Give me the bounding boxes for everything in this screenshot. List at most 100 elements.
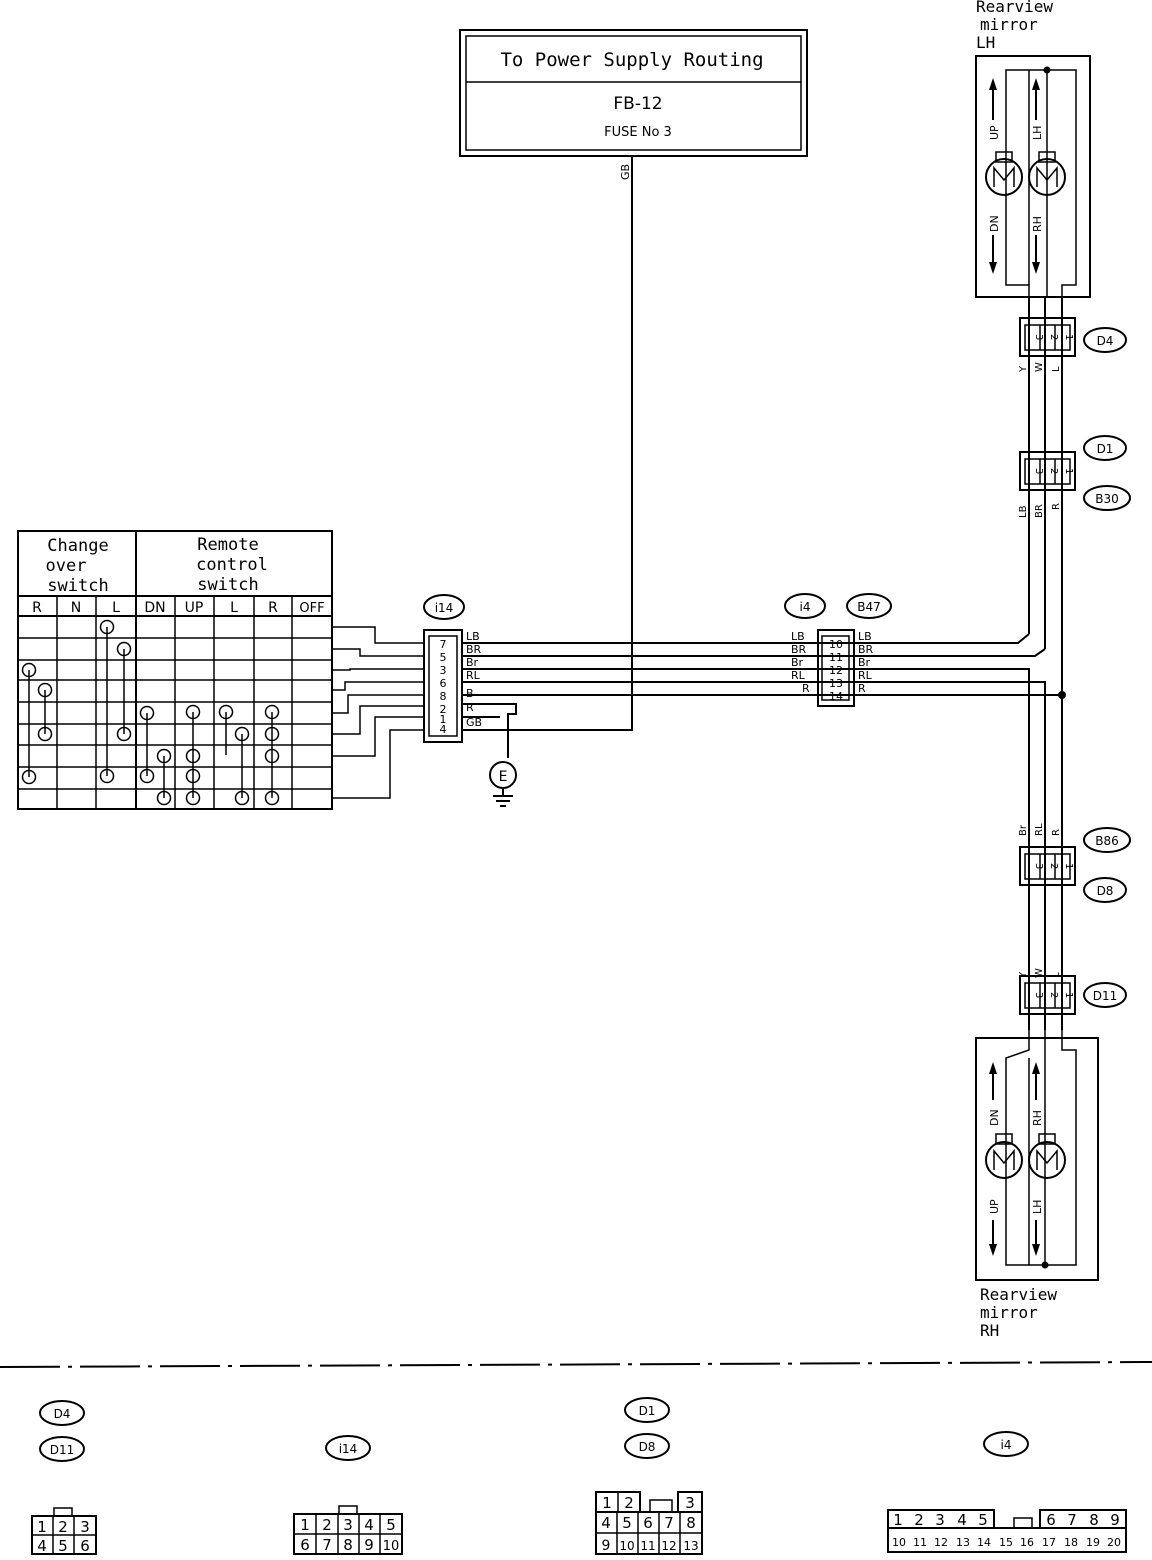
pin-label: 3 — [1033, 334, 1044, 340]
pin-number: 4 — [957, 1511, 967, 1529]
connector-i14: i14 — [435, 601, 454, 615]
pin-number: 9 — [364, 1536, 374, 1554]
table-col-header: N — [71, 600, 81, 616]
connector-d4: D4 — [1097, 334, 1114, 348]
pin-label: 12 — [829, 664, 843, 677]
connector-face-13: 1 2 3 4 5 6 7 8 9 10 11 12 13 — [595, 1491, 703, 1555]
connector-face-6: 1 2 3 4 5 6 — [31, 1507, 97, 1555]
wire-color: Br — [858, 656, 871, 669]
pin-number: 7 — [322, 1536, 332, 1554]
pin-number: 2 — [322, 1516, 332, 1534]
connector-b47: B47 — [857, 600, 881, 614]
pin-number: 8 — [343, 1536, 353, 1554]
wire-color: R — [1051, 829, 1062, 836]
wire-color: RL — [858, 669, 873, 682]
pin-label: 3 — [1033, 468, 1044, 474]
pin-number: 10 — [383, 1539, 400, 1554]
mirror-lh-label-2: mirror — [980, 15, 1038, 34]
pin-number: 3 — [343, 1516, 353, 1534]
pin-number: 9 — [602, 1538, 611, 1554]
pin-number: 5 — [978, 1511, 988, 1529]
pin-label: 10 — [829, 638, 843, 651]
pin-label: 1 — [1063, 992, 1074, 998]
switch-contacts — [21, 619, 280, 806]
mirror-lh-dn: DN — [988, 215, 1001, 232]
table-group-label: Remote — [197, 535, 258, 555]
pin-number: 5 — [622, 1514, 632, 1532]
mirror-rh-label-3: RH — [980, 1321, 999, 1340]
main-harness — [462, 633, 1066, 800]
mirror-lh-label-1: Rearview — [976, 0, 1053, 16]
legend-d8: D8 — [639, 1440, 656, 1454]
mirror-rh: DN UP RH LH Rearview mirror RH — [975, 1030, 1099, 1340]
connector-d1: D1 — [1097, 442, 1114, 456]
table-group-label: switch — [47, 576, 108, 596]
pin-number: 6 — [80, 1537, 90, 1555]
pin-label: 7 — [440, 638, 447, 651]
rh-harness: B86 Br RL R 3 2 1 D8 Y W L 3 2 1 D11 — [1018, 800, 1131, 1030]
pin-label: 13 — [829, 677, 843, 690]
pin-number: 10 — [892, 1536, 906, 1549]
wire-color: R — [802, 682, 810, 695]
pin-label: 4 — [440, 723, 447, 736]
legend-d11: D11 — [50, 1443, 75, 1457]
wire-color: RL — [1034, 823, 1045, 836]
wire-color: R — [858, 682, 866, 695]
pin-number: 2 — [914, 1511, 924, 1529]
pin-number: 3 — [935, 1511, 945, 1529]
wire-color: RL — [791, 669, 806, 682]
pin-label: 1 — [1063, 468, 1074, 474]
pin-number: 19 — [1086, 1536, 1100, 1549]
pin-label: 2 — [1048, 468, 1059, 474]
pin-label: 3 — [1033, 863, 1044, 869]
wire-color: LB — [858, 630, 872, 643]
wire-color: W — [1034, 968, 1045, 978]
wire-color: GB — [466, 716, 482, 729]
connector-legend: D4 D11 i14 D1 D8 i4 1 2 3 4 5 6 — [31, 1397, 1127, 1555]
table-to-i14-wires — [332, 626, 424, 799]
mirror-rh-up: UP — [988, 1199, 1001, 1214]
pin-label: 2 — [440, 703, 447, 716]
mirror-lh-rh: RH — [1031, 216, 1044, 232]
pin-label: 3 — [1033, 992, 1044, 998]
arrow-up-icon — [989, 78, 997, 90]
pin-number: 3 — [80, 1518, 90, 1536]
arrow-down-icon — [989, 1244, 997, 1256]
mirror-rh-label-2: mirror — [980, 1303, 1038, 1322]
wire-color: BR — [858, 643, 874, 656]
legend-i4: i4 — [1001, 1438, 1012, 1452]
mirror-rh-lh: LH — [1031, 1200, 1044, 1214]
pin-label: 3 — [440, 664, 447, 677]
wire-color: B — [466, 687, 474, 700]
arrow-up-icon — [1032, 1062, 1040, 1074]
ground-label: E — [499, 769, 508, 785]
table-col-header: OFF — [299, 601, 324, 616]
wire-color: LB — [791, 630, 805, 643]
connector-d11: D11 — [1093, 989, 1118, 1003]
table-group-label: control — [196, 555, 268, 575]
pin-number: 2 — [58, 1518, 68, 1536]
wire-color: BR — [1034, 504, 1045, 518]
pin-number: 2 — [624, 1494, 634, 1512]
wire-color: R — [1051, 503, 1062, 510]
mirror-rh-rh: RH — [1031, 1110, 1044, 1126]
pin-label: 2 — [1048, 334, 1059, 340]
pin-label: 1 — [1063, 334, 1074, 340]
pin-number: 14 — [977, 1536, 991, 1549]
wire-color: LB — [1018, 505, 1029, 518]
pin-number: 13 — [683, 1539, 698, 1553]
table-col-header: R — [268, 600, 278, 616]
pin-number: 12 — [934, 1536, 948, 1549]
wire-color: RL — [466, 669, 481, 682]
connector-face-10: 1 2 3 4 5 6 7 8 9 10 — [293, 1505, 403, 1555]
pin-number: 5 — [386, 1516, 396, 1534]
motor-rh-1-icon — [985, 1141, 1023, 1179]
pin-number: 4 — [364, 1516, 374, 1534]
wire-color: R — [466, 701, 474, 714]
power-box-title: To Power Supply Routing — [500, 49, 763, 71]
legend-d4: D4 — [54, 1407, 71, 1421]
table-col-header: DN — [144, 600, 165, 616]
table-group-label: switch — [197, 575, 258, 595]
table-col-header: L — [230, 600, 238, 616]
power-supply-box: To Power Supply Routing FB-12 FUSE No 3 — [459, 29, 808, 157]
